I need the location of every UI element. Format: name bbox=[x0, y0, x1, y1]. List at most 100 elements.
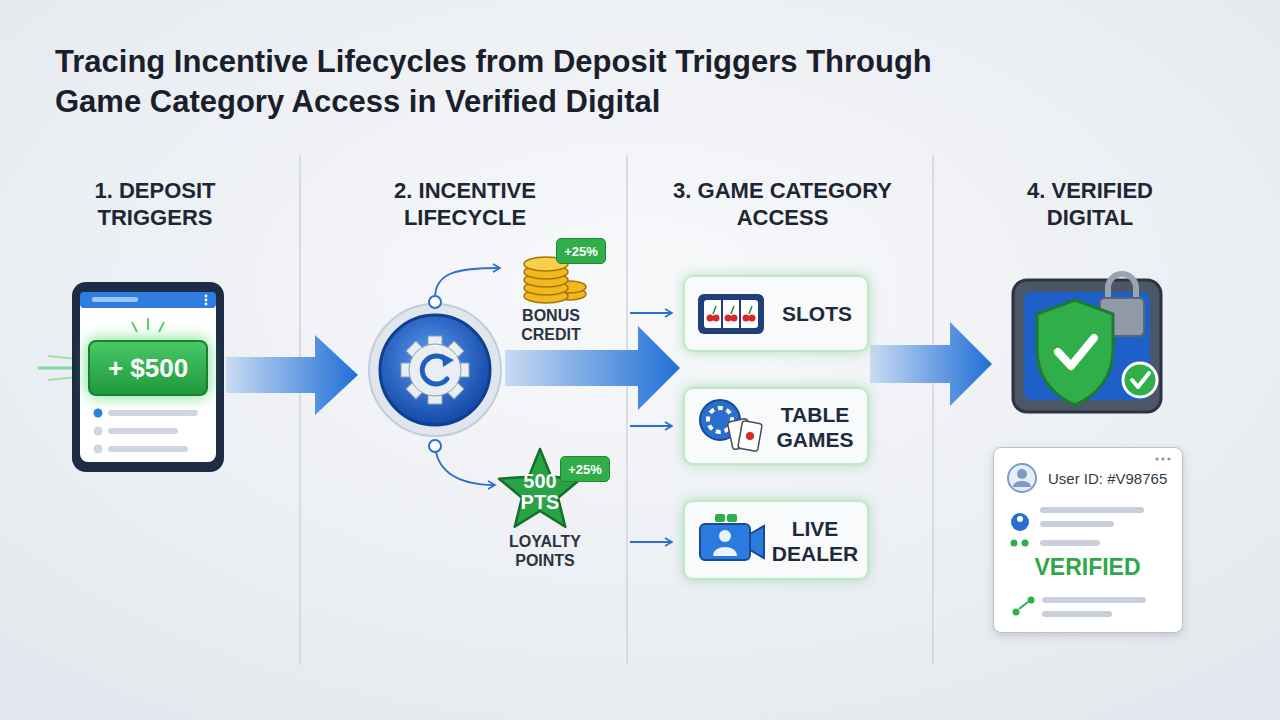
cherry bbox=[713, 315, 720, 322]
slot-divider bbox=[739, 300, 741, 328]
check-mark bbox=[1132, 373, 1149, 387]
category-name: LIVE DEALER bbox=[765, 516, 865, 566]
cherry-stem bbox=[713, 306, 752, 314]
access-arrow bbox=[630, 425, 672, 427]
slot-divider bbox=[721, 300, 723, 328]
menu-dot bbox=[205, 303, 208, 306]
column-heading: 1. DEPOSIT TRIGGERS bbox=[60, 177, 250, 231]
status-dot bbox=[1028, 597, 1035, 604]
sparkle-line bbox=[132, 322, 137, 332]
percent-badge: +25% bbox=[556, 238, 606, 264]
profile-head bbox=[1017, 516, 1023, 522]
card-icon bbox=[727, 514, 737, 522]
list-line bbox=[108, 446, 188, 452]
status-dot bbox=[1013, 609, 1020, 616]
flow-arrow bbox=[226, 335, 358, 415]
gear-disc bbox=[380, 315, 490, 425]
profile-icon bbox=[1011, 513, 1029, 531]
gear-body bbox=[409, 344, 461, 396]
status-link bbox=[1019, 602, 1028, 609]
dealer-body bbox=[713, 547, 737, 556]
list-line bbox=[108, 428, 178, 434]
status-dot bbox=[1022, 540, 1029, 547]
camera-body bbox=[700, 524, 750, 560]
text-line bbox=[1042, 597, 1146, 603]
column-heading: 3. GAME CATEGORY ACCESS bbox=[645, 177, 920, 231]
list-bullet bbox=[94, 409, 103, 418]
playing-card bbox=[738, 420, 763, 451]
menu-dot bbox=[1161, 457, 1164, 460]
text-line bbox=[1040, 507, 1144, 513]
tablet-frame bbox=[72, 282, 224, 472]
padlock-shackle bbox=[1108, 274, 1136, 300]
menu-dot bbox=[205, 295, 208, 298]
column-divider bbox=[626, 155, 628, 665]
menu-dot bbox=[1167, 457, 1170, 460]
camera-lens bbox=[750, 526, 764, 558]
category-name: TABLE GAMES bbox=[765, 402, 865, 452]
avatar-icon bbox=[1008, 464, 1036, 492]
percent-badge: +25% bbox=[560, 456, 610, 482]
status-dot bbox=[1011, 540, 1018, 547]
gear-ring bbox=[369, 304, 501, 436]
text-line bbox=[1042, 611, 1112, 617]
access-arrow bbox=[630, 541, 672, 543]
poker-chip bbox=[700, 400, 740, 440]
category-name: SLOTS bbox=[769, 301, 865, 326]
game-category-box: TABLE GAMES bbox=[683, 387, 869, 465]
access-arrow bbox=[630, 312, 672, 314]
diagram-title: Tracing Incentive Lifecycles from Deposi… bbox=[55, 42, 995, 122]
cherry bbox=[749, 315, 756, 322]
gear-icon bbox=[401, 336, 469, 404]
sparkle-line bbox=[147, 318, 149, 330]
column-divider bbox=[299, 155, 301, 665]
slot-window bbox=[704, 300, 758, 328]
check-badge bbox=[1123, 363, 1157, 397]
tablet-bar-line bbox=[92, 297, 138, 302]
branch-arrow bbox=[435, 268, 500, 298]
verified-user-card: User ID: #V98765VERIFIED bbox=[993, 447, 1183, 633]
column-heading: 2. INCENTIVE LIFECYCLE bbox=[360, 177, 570, 231]
text-line bbox=[1040, 521, 1114, 527]
cherry bbox=[731, 315, 738, 322]
incentive-label: LOYALTY POINTS bbox=[488, 532, 602, 570]
cherry bbox=[707, 315, 714, 322]
shield-icon bbox=[1037, 300, 1113, 405]
chip-ring bbox=[708, 408, 732, 432]
card-suit bbox=[746, 432, 754, 440]
cherry bbox=[725, 315, 732, 322]
sparkle-line bbox=[159, 322, 164, 332]
deposit-amount: + $500 bbox=[90, 353, 206, 383]
menu-dot bbox=[205, 299, 208, 302]
avatar-body bbox=[1013, 481, 1031, 487]
tablet-screen bbox=[80, 292, 216, 462]
cycle-arrowhead bbox=[442, 354, 454, 367]
percent-text: +25% bbox=[557, 244, 605, 259]
dealer-head bbox=[719, 530, 731, 542]
slot-machine-icon bbox=[698, 294, 764, 334]
list-bullet bbox=[94, 445, 103, 454]
incentive-label: BONUS CREDIT bbox=[495, 306, 607, 344]
column-divider bbox=[932, 155, 934, 665]
percent-text: +25% bbox=[561, 462, 609, 477]
column-heading: 4. VERIFIED DIGITAL bbox=[995, 177, 1185, 231]
game-category-box: LIVE DEALER bbox=[683, 500, 869, 580]
game-category-box: SLOTS bbox=[683, 275, 869, 352]
branch-node bbox=[429, 440, 441, 452]
branch-arrow bbox=[435, 442, 495, 485]
cherry bbox=[743, 315, 750, 322]
flow-arrow bbox=[870, 322, 992, 406]
verified-status: VERIFIED bbox=[994, 554, 1181, 580]
menu-dot bbox=[1155, 457, 1158, 460]
branch-node bbox=[429, 296, 441, 308]
card-icon bbox=[715, 514, 725, 522]
text-line bbox=[1040, 540, 1100, 546]
playing-card bbox=[727, 418, 752, 450]
check-mark bbox=[1058, 338, 1094, 366]
deposit-button: + $500 bbox=[88, 340, 208, 396]
list-line bbox=[108, 410, 198, 416]
shield-frame bbox=[1013, 280, 1161, 412]
list-bullet bbox=[94, 427, 103, 436]
user-id: User ID: #V98765 bbox=[1048, 470, 1178, 488]
